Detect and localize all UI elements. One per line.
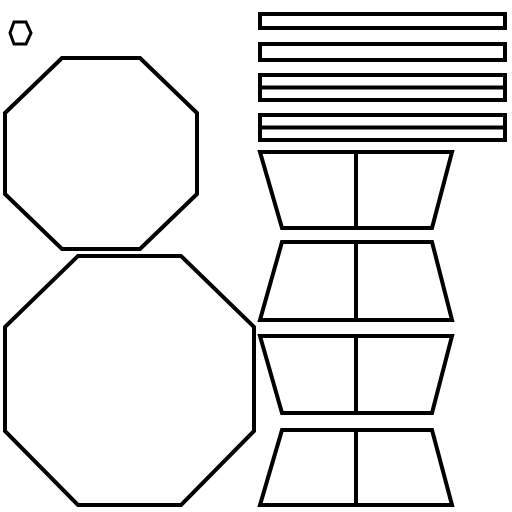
- split-trapezoid-shape-3: [257, 334, 455, 415]
- horizontal-bar-shape-4: [258, 113, 507, 142]
- upper-octagon-shape: [3, 56, 199, 251]
- horizontal-bar-shape-1: [258, 12, 507, 30]
- small-hexagon-shape: [8, 20, 33, 46]
- split-trapezoid-shape-2: [257, 240, 455, 322]
- horizontal-bar-shape-3: [258, 73, 507, 102]
- split-trapezoid-shape-1: [257, 150, 455, 230]
- lower-octagon-shape: [2, 254, 256, 507]
- horizontal-bar-shape-2: [258, 42, 507, 62]
- split-trapezoid-shape-4: [257, 428, 455, 507]
